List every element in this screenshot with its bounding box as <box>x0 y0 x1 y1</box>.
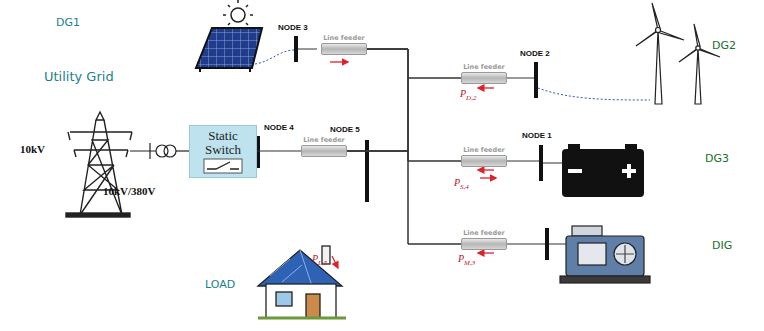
bus-connector <box>257 151 301 152</box>
bus-connector <box>347 49 408 151</box>
battery <box>543 144 644 197</box>
wind-turbines <box>538 3 720 104</box>
static-switch-box: Static Switch <box>189 125 257 178</box>
part-label: Utility Grid <box>44 70 114 83</box>
node-label: NODE 5 <box>330 126 360 134</box>
house <box>258 246 346 318</box>
node-label: NODE 3 <box>278 24 308 32</box>
feeder-label: Line feeder <box>317 34 371 43</box>
feeder-box <box>461 238 507 250</box>
feeder-box <box>461 72 507 84</box>
part-label: 10kV <box>20 144 45 155</box>
line-feeder: Line feeder <box>457 146 511 167</box>
part-label: DG1 <box>56 17 80 28</box>
bus-connector <box>347 151 461 161</box>
transmission-tower <box>66 112 132 217</box>
feeder-box <box>461 155 507 167</box>
power-symbol: PM,3 <box>458 254 475 267</box>
solar-panel <box>196 0 294 72</box>
bus-connector <box>347 78 461 151</box>
line-feeder: Line feeder <box>457 63 511 84</box>
feeder-label: Line feeder <box>457 229 511 238</box>
feeder-label: Line feeder <box>297 136 351 145</box>
bus-connector <box>367 49 461 161</box>
bus-connector <box>347 151 461 244</box>
switch-symbol <box>203 158 243 174</box>
part-label: 10kV/380V <box>103 186 156 197</box>
power-symbol: PS,4 <box>454 178 469 191</box>
switch-label: Static Switch <box>190 126 256 157</box>
part-label: DIG <box>712 240 732 251</box>
part-label: DG2 <box>712 40 736 51</box>
line-feeder: Line feeder <box>457 229 511 250</box>
power-symbol: PL,5 <box>312 254 327 267</box>
power-symbol: PD,2 <box>460 89 476 102</box>
bus-connector <box>367 49 461 78</box>
feeder-box <box>301 145 347 157</box>
diesel-generator <box>549 226 650 283</box>
line-feeder: Line feeder <box>317 34 371 55</box>
transformer <box>130 143 189 159</box>
part-label: DG3 <box>705 153 729 164</box>
part-label: LOAD <box>205 279 235 290</box>
node-label: NODE 1 <box>522 132 552 140</box>
line-feeder: Line feeder <box>297 136 351 157</box>
feeder-box <box>321 43 367 55</box>
node-label: NODE 4 <box>264 124 294 132</box>
feeder-label: Line feeder <box>457 146 511 155</box>
node-label: NODE 2 <box>520 50 550 58</box>
feeder-label: Line feeder <box>457 63 511 72</box>
